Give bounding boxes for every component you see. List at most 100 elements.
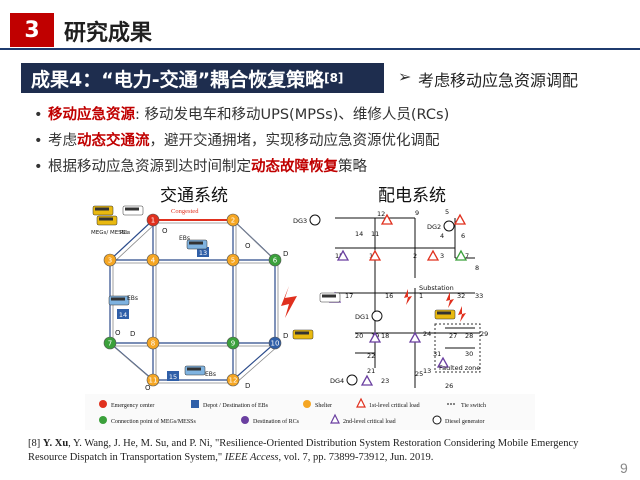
bus-number: 2 [413, 252, 417, 260]
bullet-text: 策略 [338, 159, 367, 175]
bus-number: 8 [475, 264, 479, 272]
depot-box [167, 371, 179, 381]
result-banner-text: 成果4：“电力-交通”耦合恢复策略 [31, 68, 325, 91]
bus-number: 11 [371, 230, 379, 238]
bullet-dot-icon: • [34, 159, 43, 175]
bus-window [111, 297, 125, 301]
diesel-generator-icon [346, 374, 358, 386]
traffic-node-number: 11 [149, 377, 158, 385]
result-banner: 成果4：“电力-交通”耦合恢复策略[8] [21, 63, 384, 93]
bus-number: 12 [377, 210, 385, 218]
traffic-node-number: 7 [108, 340, 112, 348]
legend-symbol [303, 400, 311, 408]
substation-label: Substation [419, 284, 454, 292]
destination-label: D [283, 250, 288, 258]
traffic-road [235, 345, 279, 384]
traffic-node-number: 8 [151, 340, 155, 348]
faulted-zone-box [434, 323, 481, 373]
distribution-network: 1295141146151023781716132332019182427282… [292, 208, 488, 390]
destination-label: D [130, 330, 135, 338]
legend-label: Depot / Destination of EBs [203, 402, 269, 409]
traffic-node [268, 336, 282, 350]
depot-box [117, 309, 129, 319]
bullet-text: ，避开交通拥堵，实现移动应急资源优化调配 [149, 133, 440, 149]
legend-label: 1st-level critical load [369, 403, 420, 409]
bus-number: 21 [367, 367, 375, 375]
congested-label: Congested [171, 208, 199, 215]
bus-number: 23 [381, 377, 389, 385]
critical-load-icon [436, 356, 450, 368]
bullet-highlight: 动态交通流 [77, 133, 150, 149]
ref-first-author: Y. Xu [42, 438, 69, 449]
header-divider [0, 48, 640, 50]
traffic-node [146, 213, 160, 227]
fault-lightning-icon [404, 289, 412, 305]
coupling-lightning-icon [281, 286, 297, 318]
faulted-zone-label: Faulted zone [439, 364, 480, 372]
bus-window [99, 217, 113, 221]
traffic-node-number: 5 [231, 257, 235, 265]
ref-journal: IEEE Access [224, 452, 279, 463]
ref-body: , Y. Wang, J. He, M. Su, and P. Ni, "Res… [28, 438, 579, 463]
origin-label: O [245, 242, 251, 250]
critical-load-icon [408, 331, 422, 343]
traffic-node [146, 373, 160, 387]
traffic-node-number: 12 [229, 377, 238, 385]
traffic-node-number: 10 [271, 340, 280, 348]
bullet-dot-icon: • [34, 107, 43, 123]
bus-number: 28 [465, 332, 473, 340]
page-number: 9 [620, 460, 628, 476]
dg-label: DG2 [427, 223, 441, 231]
traffic-road [109, 219, 154, 261]
bus-window [189, 241, 203, 245]
bus-number: 27 [449, 332, 457, 340]
traffic-node-number: 1 [151, 217, 155, 225]
legend-label: Connection point of MEGs/MESSs [111, 418, 197, 425]
traffic-node [226, 373, 240, 387]
bullet-text: 考虑 [48, 133, 77, 149]
bus-number: 5 [445, 208, 449, 216]
legend-label: Destination of RCs [253, 418, 300, 425]
legend-symbol [432, 415, 442, 425]
legend-symbol [191, 400, 199, 408]
section-number-badge: 3 [10, 13, 54, 47]
depot-number: 14 [119, 311, 127, 319]
destination-label: D [245, 382, 250, 390]
bus-number: 24 [423, 330, 431, 338]
fault-lightning-icon [446, 292, 454, 308]
traffic-node [226, 336, 240, 350]
bullet-item: •根据移动应急资源到达时间制定动态故障恢复策略 [34, 155, 367, 176]
legend-label: Emergency center [111, 403, 154, 409]
critical-load-icon [453, 213, 467, 225]
traffic-node-number: 6 [273, 257, 278, 265]
bus-number: 25 [415, 370, 423, 378]
traffic-node [226, 253, 240, 267]
distribution-system-title: 配电系统 [378, 186, 446, 206]
traffic-node [103, 336, 117, 350]
bus-number: 6 [461, 232, 465, 240]
diagram-legend: Emergency center Depot / Destination of E… [85, 394, 535, 430]
ebs-label: EBs [127, 295, 138, 302]
bus-window [437, 311, 451, 315]
critical-load-icon [380, 213, 394, 225]
legend-bg [85, 394, 535, 430]
bus-number: 15 [335, 252, 343, 260]
origin-label: O [162, 227, 168, 235]
transport-system-title: 交通系统 [160, 186, 228, 206]
bullet-text: 根据移动应急资源到达时间制定 [48, 159, 251, 175]
bullet-item: • 移动应急资源: 移动发电车和移动UPS(MPSs)、维修人员(RCs) [34, 103, 449, 124]
bus-number: 13 [423, 367, 431, 375]
ref-tail: , vol. 7, pp. 73899-73912, Jun. 2019. [278, 452, 434, 463]
bullet-text: : 移动发电车和移动UPS(MPSs)、维修人员(RCs) [135, 107, 450, 123]
critical-load-icon [426, 249, 440, 261]
bullet-highlight: 移动应急资源 [48, 107, 135, 123]
bullet-dot-icon: • [34, 133, 43, 149]
bus-window [295, 331, 309, 335]
bus-number: 7 [465, 252, 469, 260]
diesel-generator-icon [371, 310, 383, 322]
traffic-node-number: 9 [231, 340, 235, 348]
rcs-label: RCs [120, 230, 130, 236]
bus-window [95, 207, 109, 211]
traffic-node-number: 3 [108, 257, 112, 265]
